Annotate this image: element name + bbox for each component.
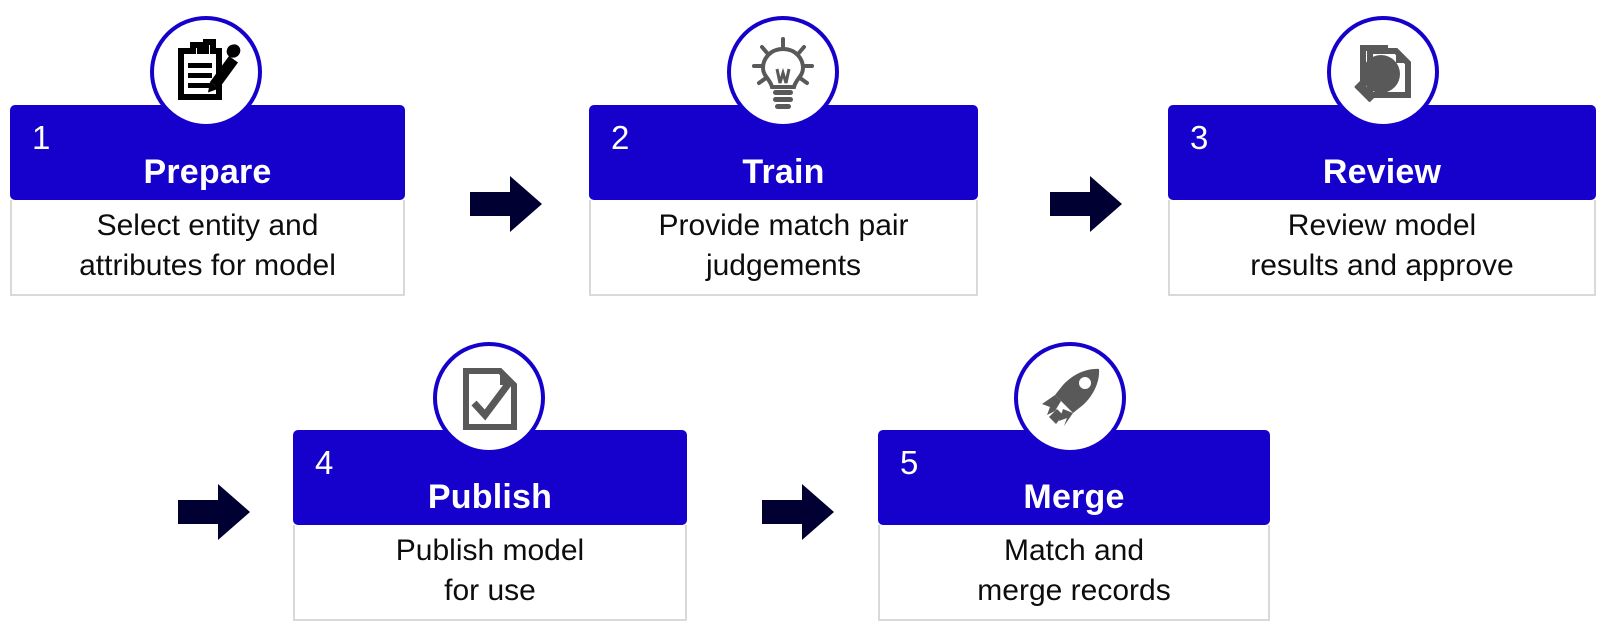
step-number: 2 xyxy=(611,119,630,156)
step-title: Prepare xyxy=(143,153,272,192)
step-title: Merge xyxy=(1023,478,1125,517)
step-number: 3 xyxy=(1190,119,1209,156)
step-card-train[interactable]: 2 Train Provide match pair judgements xyxy=(589,105,978,296)
document-check-icon xyxy=(433,342,545,454)
step-description: Review model results and approve xyxy=(1250,209,1514,282)
arrow-step1-to-step2 xyxy=(470,176,542,232)
step-description: Match and merge records xyxy=(977,534,1171,607)
step-body-train: Provide match pair judgements xyxy=(589,200,978,296)
step-body-review: Review model results and approve xyxy=(1168,200,1596,296)
step-header-merge: 5 Merge xyxy=(878,430,1270,525)
arrow-step2-to-step3 xyxy=(1050,176,1122,232)
arrow-step4-to-step5 xyxy=(762,484,834,540)
step-body-merge: Match and merge records xyxy=(878,525,1270,621)
arrow-step3-to-step4 xyxy=(178,484,250,540)
step-description: Publish model for use xyxy=(395,534,585,607)
step-number: 1 xyxy=(32,119,51,156)
step-description: Provide match pair judgements xyxy=(658,209,909,282)
step-description: Select entity and attributes for model xyxy=(79,209,336,282)
step-card-merge[interactable]: 5 Merge Match and merge records xyxy=(878,430,1270,621)
step-title: Train xyxy=(742,153,825,192)
lightbulb-icon xyxy=(727,16,839,128)
step-body-publish: Publish model for use xyxy=(293,525,687,621)
step-number: 5 xyxy=(900,444,919,481)
step-card-prepare[interactable]: 1 Prepare Select entity and attributes f… xyxy=(10,105,405,296)
step-title: Publish xyxy=(427,478,553,517)
clipboard-pencil-icon xyxy=(150,16,262,128)
step-number: 4 xyxy=(315,444,334,481)
step-card-publish[interactable]: 4 Publish Publish model for use xyxy=(293,430,687,621)
rocket-icon xyxy=(1014,342,1126,454)
step-body-prepare: Select entity and attributes for model xyxy=(10,200,405,296)
step-title: Review xyxy=(1322,153,1442,192)
magnifier-document-icon xyxy=(1327,16,1439,128)
step-card-review[interactable]: 3 Review Review model results and approv… xyxy=(1168,105,1596,296)
